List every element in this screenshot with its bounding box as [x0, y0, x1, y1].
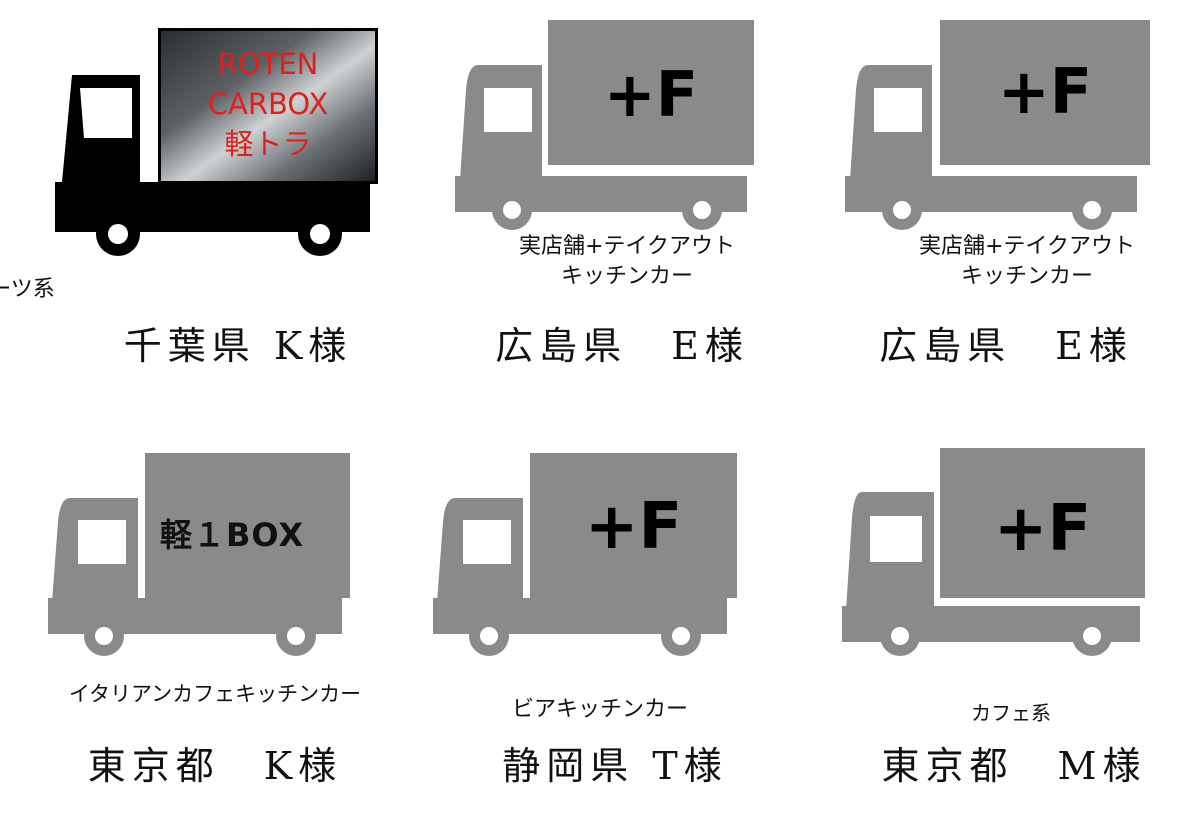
client-name: 静岡県 T様: [502, 744, 728, 788]
box-label-line: ROTEN: [217, 47, 319, 81]
caption-line: スイーツ系: [0, 277, 55, 302]
caption-line: 実店舗+テイクアウト: [919, 234, 1135, 259]
truck-box-label: 軽１BOX: [160, 516, 305, 554]
client-name: 東京都 K様: [87, 744, 343, 788]
truck-box-label: +F: [997, 55, 1093, 128]
case-caption: イタリアンカフェキッチンカー: [15, 680, 415, 708]
case-caption: 実店舗+テイクアウト キッチンカー: [827, 232, 1200, 291]
case-card-hiroshima-2: +F 実店舗+テイクアウト キッチンカー 広島県 E様: [790, 0, 1190, 400]
caption-line: 実店舗+テイクアウト: [519, 234, 735, 259]
case-card-chiba: ROTEN CARBOX 軽トラ スイーツ系 千葉県 K様: [0, 0, 400, 400]
client-name: 東京都 M様: [881, 744, 1147, 788]
gray-truck-icon: [845, 20, 1150, 230]
box-label-line: CARBOX: [207, 87, 329, 121]
client-name: 広島県 E様: [879, 324, 1133, 368]
client-name: 広島県 E様: [495, 324, 749, 368]
case-card-shizuoka: +F ビアキッチンカー 静岡県 T様: [385, 430, 785, 830]
gray-truck-icon: [455, 20, 754, 230]
caption-line: イタリアンカフェキッチンカー: [68, 682, 362, 706]
caption-line: キッチンカー: [560, 263, 693, 289]
case-caption: ビアキッチンカー: [400, 695, 800, 725]
truck-box-label: +F: [603, 58, 699, 131]
truck-box-label: +F: [993, 492, 1092, 566]
case-card-tokyo-k: 軽１BOX イタリアンカフェキッチンカー 東京都 K様: [0, 430, 400, 830]
gray-truck-icon: [48, 453, 350, 656]
case-caption: スイーツ系: [0, 275, 435, 305]
gray-truck-icon: [433, 453, 737, 656]
caption-line: キッチンカー: [960, 263, 1093, 289]
case-caption: 実店舗+テイクアウト キッチンカー: [427, 232, 827, 291]
case-caption: カフェ系: [811, 700, 1200, 727]
client-name: 千葉県 K様: [123, 324, 353, 368]
case-card-hiroshima-1: +F 実店舗+テイクアウト キッチンカー 広島県 E様: [400, 0, 800, 400]
gray-truck-icon: [842, 448, 1145, 656]
caption-line: カフェ系: [971, 701, 1051, 725]
caption-line: ビアキッチンカー: [511, 697, 688, 722]
black-truck-icon: [55, 28, 378, 256]
truck-box-label: ROTEN CARBOX 軽トラ: [161, 44, 375, 164]
case-card-tokyo-m: +F カフェ系 東京都 M様: [790, 430, 1190, 830]
truck-box-label: +F: [584, 490, 683, 564]
box-label-line: 軽トラ: [224, 127, 312, 161]
